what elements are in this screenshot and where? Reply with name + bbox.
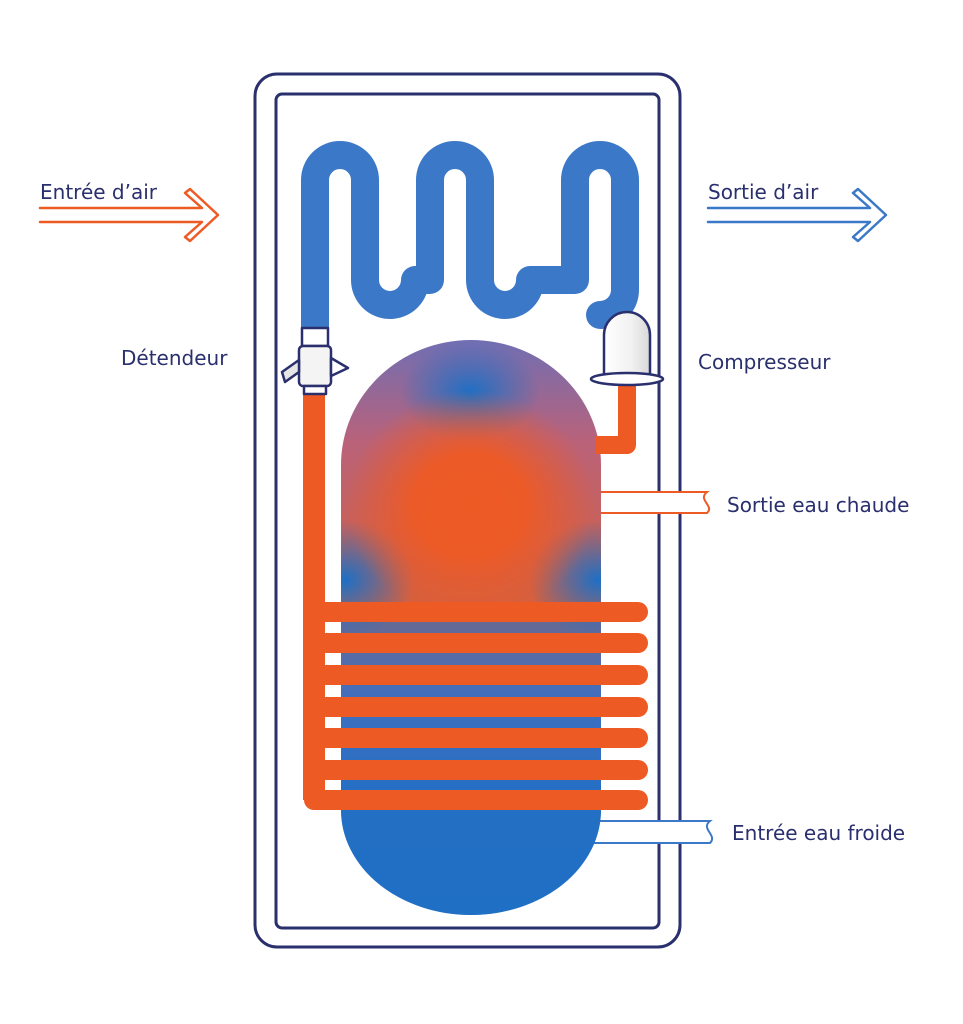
air-outlet-arrow	[706, 187, 888, 243]
air-outlet-label: Sortie d’air	[708, 180, 819, 204]
hot-water-outlet-pipe	[598, 491, 710, 514]
expansion-valve	[280, 326, 350, 396]
cold-water-inlet-label: Entrée eau froide	[732, 821, 906, 845]
compressor-discharge-line	[595, 385, 636, 454]
expansion-valve-label: Détendeur	[121, 346, 228, 370]
evaporator-coil	[301, 141, 639, 350]
condenser-coil	[304, 602, 648, 810]
compressor-label: Compresseur	[698, 350, 831, 374]
compressor	[589, 310, 665, 387]
hot-water-outlet-label: Sortie eau chaude	[727, 493, 910, 517]
air-inlet-label: Entrée d’air	[40, 180, 157, 204]
cold-water-inlet-pipe	[570, 820, 713, 844]
air-inlet-arrow	[38, 187, 220, 243]
